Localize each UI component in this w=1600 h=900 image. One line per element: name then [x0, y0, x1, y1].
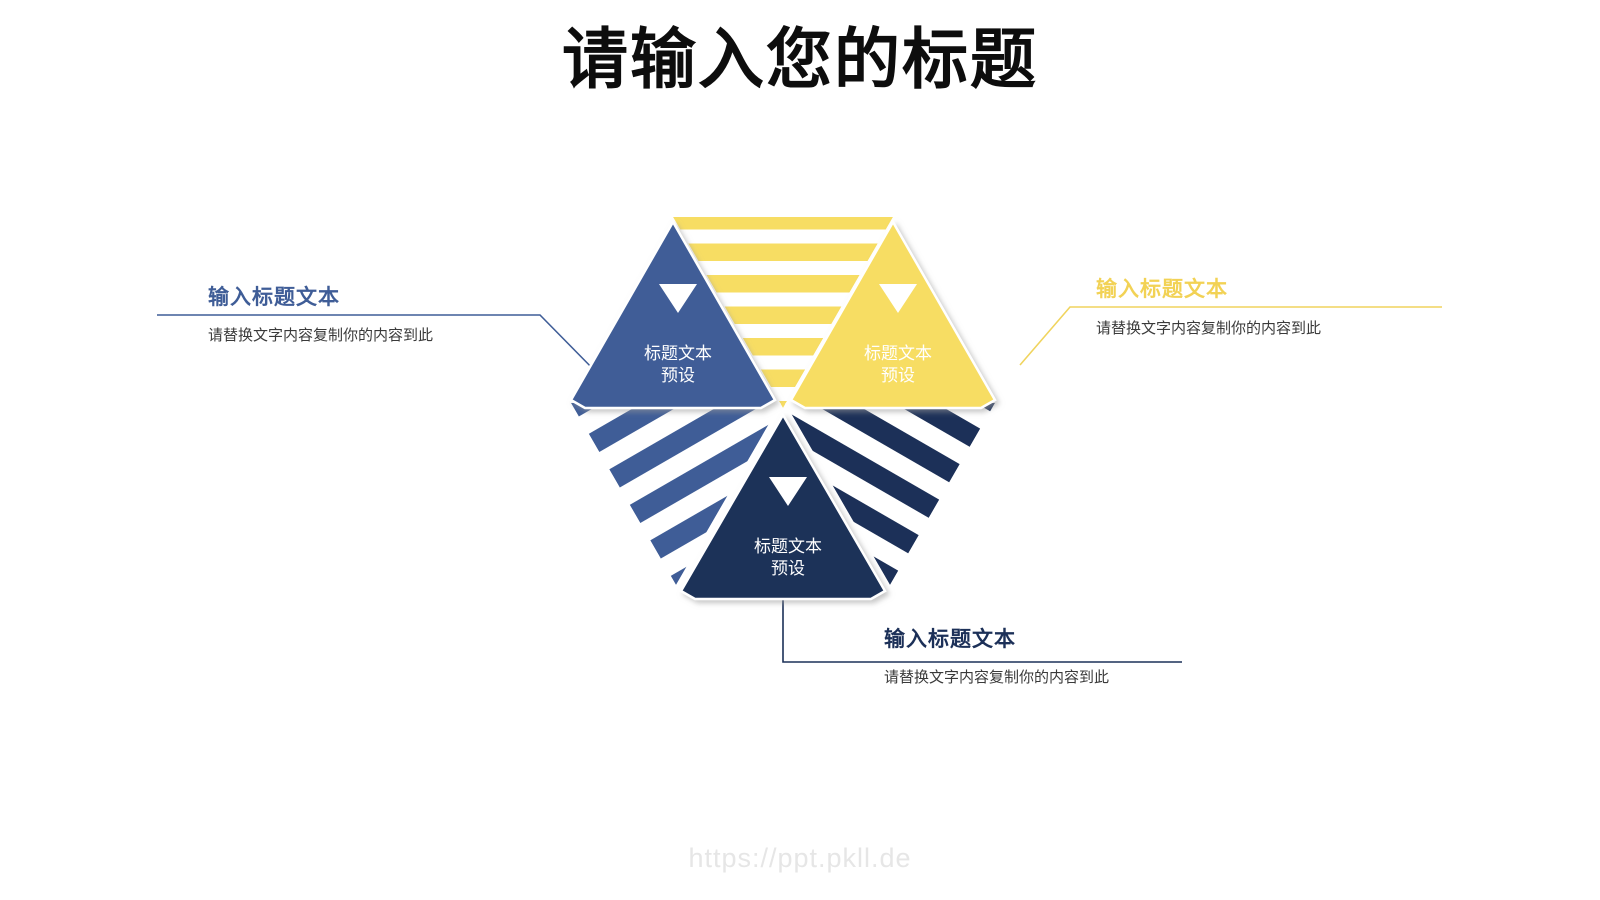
callout-right[interactable]: 输入标题文本 请替换文字内容复制你的内容到此	[1096, 277, 1321, 339]
down-triangle-icon	[769, 477, 807, 506]
callout-right-body: 请替换文字内容复制你的内容到此	[1096, 320, 1322, 338]
page-title: 请输入您的标题	[562, 22, 1038, 96]
hexagon-diagram: 标题文本 预设 标题文本 预设 标题文本 预设	[563, 212, 1003, 601]
down-triangle-icon	[659, 284, 697, 313]
callout-bottom[interactable]: 输入标题文本 请替换文字内容复制你的内容到此	[884, 627, 1109, 688]
striped-wedge-lower-right	[785, 403, 995, 585]
callout-left[interactable]: 输入标题文本 请替换文字内容复制你的内容到此	[208, 285, 433, 346]
segment-right-yellow[interactable]	[789, 219, 997, 410]
diagram-canvas	[569, 217, 997, 601]
down-triangle-icon	[879, 284, 917, 313]
callout-left-body: 请替换文字内容复制你的内容到此	[208, 327, 434, 345]
callout-right-title: 输入标题文本	[1096, 278, 1228, 301]
segment-left-blue[interactable]	[569, 219, 777, 410]
callout-bottom-title: 输入标题文本	[884, 628, 1016, 651]
segment-bottom-navy[interactable]	[679, 412, 887, 601]
watermark: https://ppt.pkll.de	[688, 843, 912, 873]
striped-wedge-top	[673, 217, 893, 408]
callout-left-title: 输入标题文本	[208, 286, 340, 309]
striped-wedge-lower-left	[571, 403, 781, 585]
callout-bottom-body: 请替换文字内容复制你的内容到此	[884, 669, 1110, 687]
